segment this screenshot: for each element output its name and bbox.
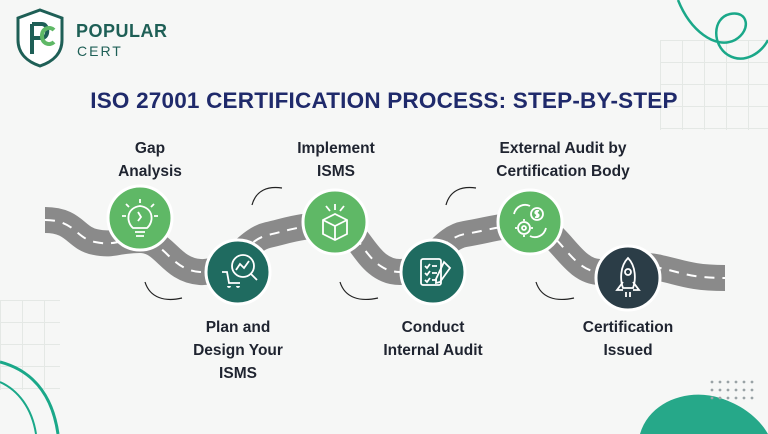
arrow-step1-to-step2 [144, 281, 183, 301]
dot-pattern-bottom-right [710, 380, 754, 400]
step-6-label: Certification Issued [543, 316, 713, 362]
curl-bottom-left [0, 360, 60, 434]
lightbulb-gear-icon [122, 199, 158, 237]
step-1-label-line-1: Gap [134, 140, 166, 157]
brand-name: POPULAR [76, 21, 168, 41]
step-6-label-line-2: Issued [603, 342, 653, 359]
open-box-icon [322, 204, 348, 242]
step-3-circle [301, 188, 369, 256]
blob-bottom-right [640, 394, 768, 434]
step-4-circle [399, 238, 467, 306]
step-4-label-line-1: Conduct [401, 319, 465, 336]
rocket-icon [615, 256, 641, 297]
step-4-label-line-2: Internal Audit [383, 342, 483, 359]
step-3-node[interactable] [301, 188, 369, 256]
step-3-label-line-1: Implement [297, 140, 375, 157]
step-1-label-line-2: Analysis [118, 163, 182, 180]
grid-pattern-top-right [660, 40, 768, 130]
step-2-label-line-2: Design Your [193, 342, 283, 359]
page-title: ISO 27001 CERTIFICATION PROCESS: STEP-BY… [90, 88, 678, 113]
step-1-node[interactable] [106, 184, 174, 252]
arrow-step4-to-step5 [445, 186, 477, 206]
step-5-circle [496, 188, 564, 256]
gear-dollar-cycle-icon [513, 203, 547, 239]
step-5-node[interactable] [496, 188, 564, 256]
step-2-label: Plan and Design Your ISMS [153, 316, 323, 385]
step-6-label-line-1: Certification [582, 319, 674, 336]
brand-logo[interactable]: POPULAR CERT [14, 8, 167, 72]
step-3-label: Implement ISMS [251, 137, 421, 183]
brand-subname: CERT [77, 43, 123, 59]
step-5-label-line-2: Certification Body [496, 163, 630, 180]
step-6-circle [594, 244, 662, 312]
cart-trend-chart-icon [222, 254, 258, 288]
step-4-node[interactable] [399, 238, 467, 306]
step-3-label-line-2: ISMS [317, 163, 355, 180]
step-4-label: Conduct Internal Audit [348, 316, 518, 362]
grid-pattern-bottom-left [0, 300, 60, 390]
step-5-label: External Audit by Certification Body [478, 137, 648, 183]
arrow-step3-to-step4 [339, 281, 379, 301]
step-6-node[interactable] [594, 244, 662, 312]
step-2-label-line-3: ISMS [219, 365, 257, 382]
step-2-circle [204, 238, 272, 306]
checklist-clipboard-icon [420, 258, 452, 286]
shield-logo-icon [16, 8, 64, 68]
step-5-label-line-1: External Audit by [499, 140, 627, 157]
step-2-label-line-1: Plan and [205, 319, 271, 336]
step-1-label: Gap Analysis [65, 137, 235, 183]
arrow-step2-to-step3 [251, 186, 283, 206]
swirl-top-right [676, 0, 768, 60]
arrow-step5-to-step6 [535, 281, 575, 301]
curl-bottom-left-inner [0, 381, 37, 434]
step-2-node[interactable] [204, 238, 272, 306]
